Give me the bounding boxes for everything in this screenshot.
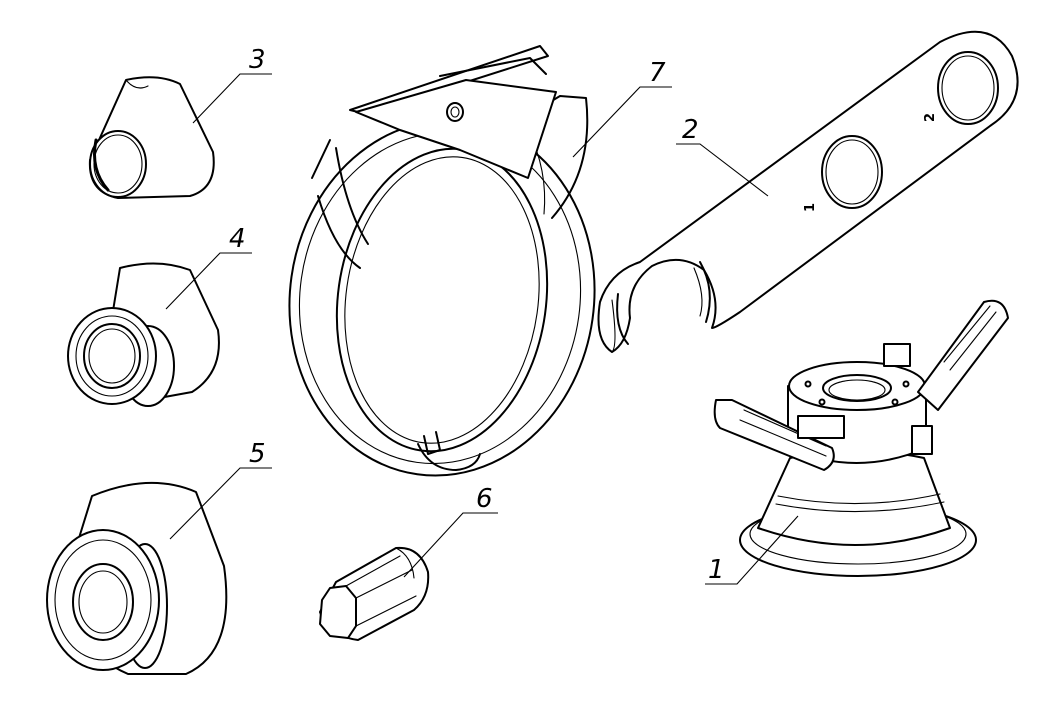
callout-6: 6 <box>403 484 498 578</box>
callout-4-label: 4 <box>229 224 246 254</box>
callout-3: 3 <box>192 45 272 124</box>
wrench-mark-2: 2 <box>923 113 938 122</box>
callout-6-label: 6 <box>476 484 493 514</box>
part-2-spanner-wrench <box>597 30 1019 353</box>
part-5-large-cone <box>46 481 228 675</box>
callout-5-label: 5 <box>249 439 266 469</box>
part-7-ring-holder <box>288 45 596 477</box>
wrench-mark-1: 1 <box>803 203 818 212</box>
part-3-small-cone <box>88 76 215 199</box>
callout-5: 5 <box>169 439 272 540</box>
callout-1: 1 <box>705 515 799 585</box>
part-6-hex-spacer <box>319 546 430 641</box>
callout-2-label: 2 <box>682 115 699 145</box>
callout-7-label: 7 <box>649 58 666 88</box>
callout-7: 7 <box>572 58 672 158</box>
callout-4: 4 <box>165 224 252 310</box>
part-1-suction-base <box>713 299 1009 577</box>
callout-1-label: 1 <box>708 555 725 585</box>
callout-3-label: 3 <box>249 45 266 75</box>
part-4-medium-cone <box>67 262 220 407</box>
callout-2: 2 <box>676 115 769 197</box>
